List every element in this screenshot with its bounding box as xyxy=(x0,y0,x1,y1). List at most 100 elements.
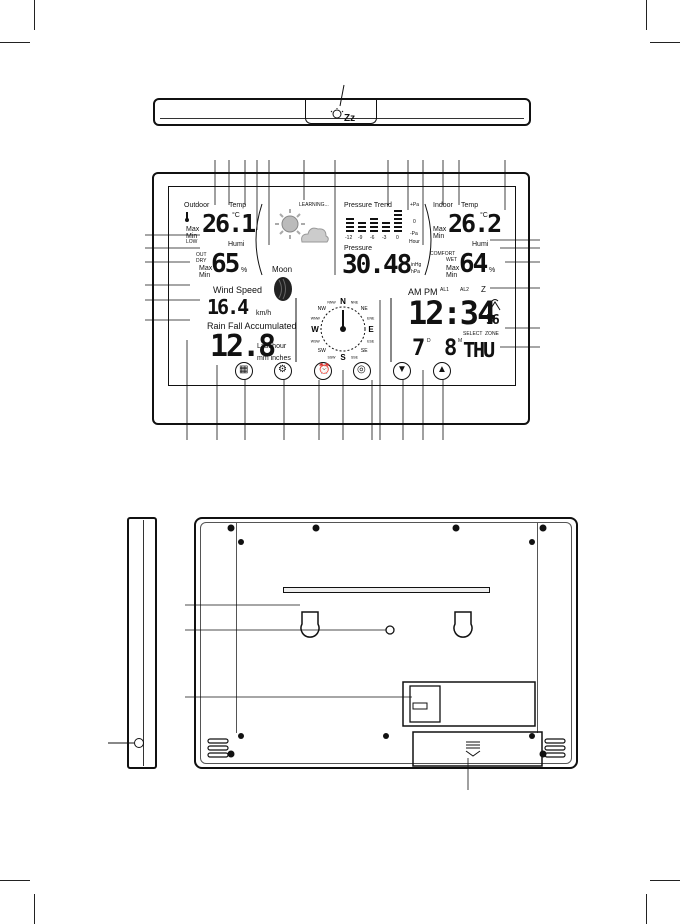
top-view-housing xyxy=(153,98,531,126)
channel-icon: ▦ xyxy=(239,364,249,375)
outdoor-min-label: Min xyxy=(186,233,198,240)
side-view-inner xyxy=(143,520,144,766)
compass-direction-label: ENE xyxy=(367,317,375,321)
rain-unit: mm inches xyxy=(257,355,291,362)
history-button[interactable]: ◎ xyxy=(353,362,371,380)
outdoor-humi-max-label: Max xyxy=(199,265,213,272)
moon-phase-icon xyxy=(274,277,292,301)
trend-tick: -3 xyxy=(382,235,387,241)
settings-button[interactable]: ⚙ xyxy=(274,362,292,380)
outdoor-dry-label: DRY xyxy=(196,258,207,264)
outdoor-temp-value: 26.1 xyxy=(202,209,256,238)
am-pm-label: AM PM xyxy=(408,287,438,297)
top-view-housing-inner xyxy=(160,110,524,119)
outdoor-humi-min-label: Min xyxy=(199,272,211,279)
compass-direction-label: NW xyxy=(318,306,327,312)
light-bulb-icon xyxy=(330,108,344,119)
crop-mark xyxy=(650,42,680,43)
outdoor-humi-unit: % xyxy=(241,267,248,274)
sun-cloud-icon xyxy=(275,209,329,243)
side-button[interactable] xyxy=(134,738,144,748)
lcd-screen xyxy=(168,186,516,386)
outdoor-low-label: LOW xyxy=(186,239,198,245)
backlight-snooze-button[interactable] xyxy=(305,100,377,124)
back-housing-inner xyxy=(200,522,572,764)
up-arrow-icon: ▲ xyxy=(437,364,447,375)
outdoor-max-label: Max xyxy=(186,226,200,233)
weekday: THU xyxy=(463,338,495,362)
trend-tick: 0 xyxy=(396,235,399,241)
back-housing xyxy=(194,517,578,769)
pressure-unit-hpa: hPa xyxy=(411,269,420,275)
compass-direction-label: WSW xyxy=(311,339,321,343)
clock-day: 7 xyxy=(412,336,425,361)
trend-tick: -12 xyxy=(345,235,353,241)
clock-time: 12:34 xyxy=(408,294,496,332)
compass-hub xyxy=(340,326,346,332)
compass-direction-label: NNW xyxy=(327,300,336,304)
outdoor-humi-label: Humi xyxy=(228,241,245,248)
zone-label: ZONE xyxy=(485,331,499,337)
crop-mark xyxy=(0,42,30,43)
alarm-flag: AL2 xyxy=(460,287,469,293)
trend-tick: -9 xyxy=(358,235,363,241)
pressure-trend-label: Pressure Trend xyxy=(344,202,392,209)
crop-mark xyxy=(646,894,647,924)
indoor-title: Indoor xyxy=(433,202,453,209)
pressure-unit-inhg: inHg xyxy=(411,262,422,268)
compass-direction-label: N xyxy=(340,297,346,306)
pressure-value: 30.48 xyxy=(342,250,412,280)
thermometer-icon xyxy=(185,212,189,222)
indoor-wet-label: WET xyxy=(446,257,458,263)
history-icon: ◎ xyxy=(357,364,366,375)
compass-direction-label: SSE xyxy=(351,356,359,360)
alarm-button[interactable]: ⏰ xyxy=(314,362,332,380)
outdoor-title: Outdoor xyxy=(184,202,210,209)
clock-month: 8 xyxy=(444,336,457,361)
outdoor-temp-unit: °C xyxy=(232,212,240,219)
pressure-trend-bars xyxy=(346,210,402,232)
rain-period: Last hour xyxy=(257,343,287,350)
compass-direction-label: NE xyxy=(361,306,369,312)
crop-mark xyxy=(0,880,30,881)
indoor-temp-value: 26.2 xyxy=(448,209,502,238)
learning-label: LEARNING... xyxy=(299,202,329,208)
crop-mark xyxy=(646,0,647,30)
stand-slot xyxy=(283,587,490,593)
down-arrow-icon: ▼ xyxy=(397,364,407,375)
indoor-max-label: Max xyxy=(433,226,447,233)
side-view-housing xyxy=(127,517,157,769)
snooze-flag: Z xyxy=(481,285,486,294)
indoor-humi-label: Humi xyxy=(472,241,489,248)
snooze-label: Zz xyxy=(344,113,356,124)
hour-label: Hour xyxy=(409,239,420,245)
alarm-flag: AL1 xyxy=(440,287,449,293)
indoor-temp-unit: °C xyxy=(480,212,488,219)
front-housing xyxy=(152,172,530,425)
compass-direction-label: SE xyxy=(361,348,368,354)
trend-tick: -6 xyxy=(370,235,375,241)
select-label: SELECT xyxy=(463,331,483,337)
scale-label: -Pa xyxy=(410,231,418,237)
alarm-clock-icon: ⏰ xyxy=(318,364,331,375)
gear-icon: ⚙ xyxy=(278,364,287,375)
radio-signal-icon xyxy=(489,299,501,311)
compass-direction-label: S xyxy=(340,353,346,362)
up-button[interactable]: ▲ xyxy=(433,362,451,380)
back-inner-panel xyxy=(236,523,538,733)
down-button[interactable]: ▼ xyxy=(393,362,411,380)
indoor-humi-max-label: Max xyxy=(446,265,460,272)
outdoor-out-label: OUT xyxy=(196,252,207,258)
crop-mark xyxy=(34,894,35,924)
compass-direction-label: NNE xyxy=(351,300,359,304)
moon-label: Moon xyxy=(272,265,293,274)
crop-mark xyxy=(34,0,35,30)
rain-value: 12.8 xyxy=(210,329,276,364)
compass-direction-label: SSW xyxy=(328,356,337,360)
channel-button[interactable]: ▦ xyxy=(235,362,253,380)
pressure-label: Pressure xyxy=(344,245,373,252)
